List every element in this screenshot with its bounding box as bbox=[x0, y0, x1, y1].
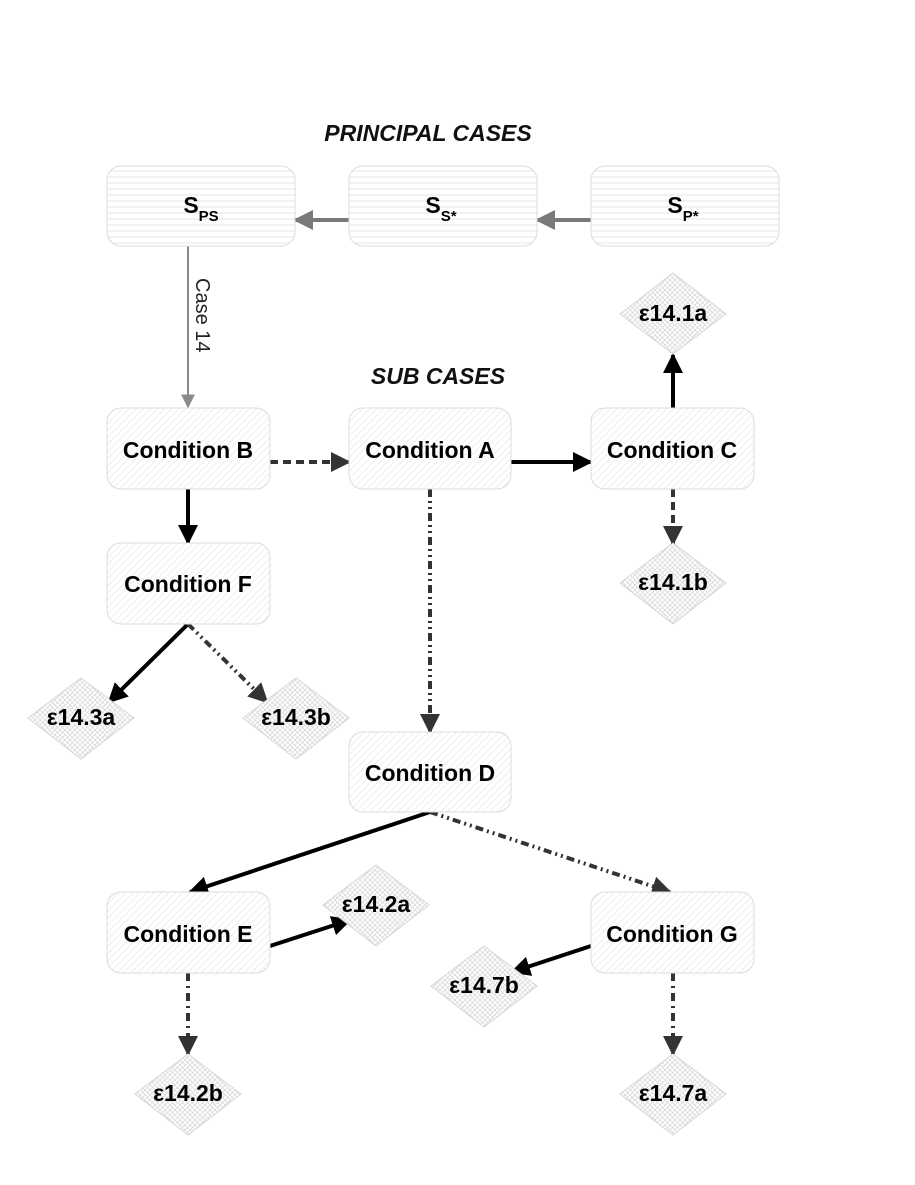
state-node-ss[interactable]: SS* bbox=[348, 165, 538, 247]
condition-node-g[interactable]: Condition G bbox=[590, 891, 755, 974]
state-sp-label: SP* bbox=[667, 192, 698, 225]
edge-f-to-e143b bbox=[186, 622, 269, 704]
outcome-e147b[interactable]: ε14.7b bbox=[430, 945, 538, 1028]
outcome-e143b-label: ε14.3b bbox=[261, 704, 331, 730]
outcome-e141b-label: ε14.1b bbox=[638, 569, 708, 595]
state-ss-label: SS* bbox=[425, 192, 456, 225]
state-node-sp[interactable]: SP* bbox=[590, 165, 780, 247]
outcome-e147b-label: ε14.7b bbox=[449, 972, 519, 998]
outcome-e141b[interactable]: ε14.1b bbox=[619, 542, 727, 625]
condition-node-f[interactable]: Condition F bbox=[106, 542, 271, 625]
outcome-e143b[interactable]: ε14.3b bbox=[242, 677, 350, 760]
outcome-e141a[interactable]: ε14.1a bbox=[619, 272, 727, 355]
condition-d-label: Condition D bbox=[365, 760, 495, 786]
principal-cases-heading: PRINCIPAL CASES bbox=[324, 120, 532, 146]
sub-cases-heading: SUB CASES bbox=[371, 363, 506, 389]
outcome-e142b[interactable]: ε14.2b bbox=[134, 1053, 242, 1136]
outcome-e142a-label: ε14.2a bbox=[342, 891, 411, 917]
outcome-e143a-label: ε14.3a bbox=[47, 704, 116, 730]
edge-d-to-e bbox=[188, 810, 431, 896]
condition-a-label: Condition A bbox=[365, 437, 494, 463]
edge-f-to-e143a bbox=[107, 622, 190, 704]
outcome-e141a-label: ε14.1a bbox=[639, 300, 708, 326]
condition-node-a[interactable]: Condition A bbox=[348, 407, 512, 490]
edge-g-to-e147b bbox=[510, 944, 592, 976]
condition-f-label: Condition F bbox=[124, 571, 252, 597]
outcome-e142b-label: ε14.2b bbox=[153, 1080, 223, 1106]
condition-node-e[interactable]: Condition E bbox=[106, 891, 271, 974]
outcome-e147a-label: ε14.7a bbox=[639, 1080, 708, 1106]
state-sps-label: SPS bbox=[183, 192, 218, 225]
edge-e-to-e142a bbox=[269, 916, 352, 948]
condition-c-label: Condition C bbox=[607, 437, 737, 463]
condition-node-b[interactable]: Condition B bbox=[106, 407, 271, 490]
case-14-label: Case 14 bbox=[191, 278, 213, 353]
outcome-e147a[interactable]: ε14.7a bbox=[619, 1053, 727, 1136]
condition-node-c[interactable]: Condition C bbox=[590, 407, 755, 490]
state-node-sps[interactable]: SPS bbox=[106, 165, 296, 247]
outcome-e142a[interactable]: ε14.2a bbox=[322, 864, 430, 947]
outcome-e143a[interactable]: ε14.3a bbox=[27, 677, 135, 760]
condition-b-label: Condition B bbox=[123, 437, 253, 463]
condition-g-label: Condition G bbox=[606, 921, 738, 947]
condition-e-label: Condition E bbox=[123, 921, 252, 947]
condition-node-d[interactable]: Condition D bbox=[348, 731, 512, 813]
edge-d-to-g bbox=[429, 810, 672, 896]
